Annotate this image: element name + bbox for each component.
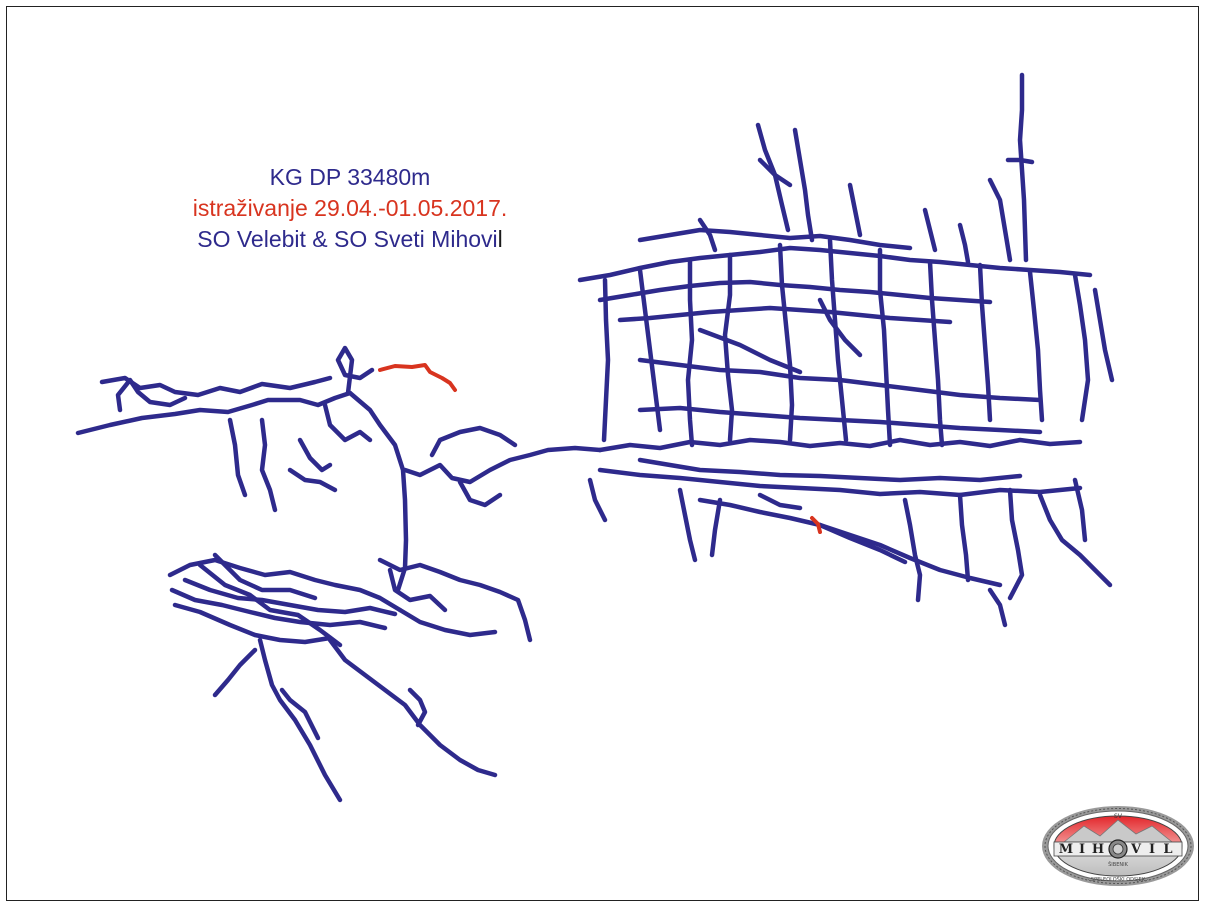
survey-passage <box>212 647 258 698</box>
logo-letter: V <box>1130 842 1142 857</box>
survey-passage <box>597 279 993 305</box>
map-frame <box>6 6 1199 901</box>
survey-passage <box>429 425 518 458</box>
survey-passage <box>927 259 945 448</box>
survey-passage <box>697 217 718 253</box>
survey-passage <box>1072 272 1091 423</box>
survey-passage <box>757 492 803 511</box>
survey-passage <box>817 522 908 565</box>
survey-passage <box>987 177 1013 263</box>
survey-passage <box>287 467 338 493</box>
survey-passage <box>597 437 1083 453</box>
survey-passage <box>847 182 863 238</box>
survey-passage <box>587 477 608 523</box>
survey-passage <box>677 487 698 563</box>
survey-passage <box>597 467 1083 498</box>
survey-passage <box>637 227 913 251</box>
survey-passage <box>987 587 1008 628</box>
survey-passage <box>792 127 815 243</box>
survey-passage <box>1072 477 1088 543</box>
survey-passage <box>457 479 503 508</box>
survey-passage <box>637 457 1023 483</box>
survey-passage <box>877 247 893 448</box>
logo-letter: M <box>1059 842 1073 857</box>
survey-passage <box>1005 157 1035 165</box>
club-logo: M I H V I L SV ŠIBENIK · SPELEOLOŠKI ODS… <box>1040 804 1196 888</box>
map-title: KG DP 33480m <box>269 164 431 190</box>
survey-passage <box>327 637 498 778</box>
logo-letter: I <box>1149 842 1155 857</box>
survey-passage <box>279 687 321 741</box>
survey-passage <box>902 497 923 603</box>
survey-passage <box>601 277 611 443</box>
logo-band-text: · SPELEOLOŠKI ODSJEK · <box>1088 876 1149 883</box>
survey-passage <box>99 375 333 398</box>
survey-passage <box>402 445 603 485</box>
survey-passage <box>1017 72 1029 263</box>
survey-passage <box>322 402 373 443</box>
logo-top-text: SV <box>1114 813 1123 820</box>
survey-passage <box>407 687 428 728</box>
survey-passage <box>697 497 1003 588</box>
survey-passage <box>922 207 938 253</box>
survey-passage <box>169 587 388 631</box>
survey-passage <box>1007 487 1025 601</box>
survey-passage <box>757 157 793 188</box>
survey-passage <box>1037 492 1113 588</box>
exploration-dates: istraživanje 29.04.-01.05.2017. <box>192 195 508 221</box>
survey-passage <box>637 357 1043 403</box>
survey-passage <box>172 602 333 645</box>
survey-passage <box>637 267 663 433</box>
survey-passage <box>1092 287 1115 383</box>
mountain-emblem-icon <box>1062 819 1174 843</box>
survey-passage <box>957 222 971 265</box>
survey-passage <box>259 417 278 513</box>
survey-passage <box>709 497 723 558</box>
survey-passage <box>212 552 318 601</box>
survey-passage <box>777 242 795 443</box>
new-passage <box>810 516 822 534</box>
survey-passage <box>377 557 533 643</box>
logo-bottom-text: ŠIBENIK <box>1108 861 1128 868</box>
survey-passage <box>397 607 498 638</box>
survey-passage <box>387 567 448 613</box>
survey-passage <box>197 562 343 648</box>
survey-passage <box>182 577 398 617</box>
clubs-credit-tail: l <box>497 226 503 252</box>
survey-passage <box>755 122 791 233</box>
survey-passage <box>257 637 343 803</box>
map-title-block: KG DP 33480m istraživanje 29.04.-01.05.2… <box>0 162 700 255</box>
survey-passage <box>957 492 971 583</box>
logo-letter: L <box>1163 842 1172 857</box>
survey-passage <box>685 257 695 448</box>
survey-passage <box>227 417 248 498</box>
survey-passage <box>297 437 333 473</box>
clubs-credit-main: SO Velebit & SO Sveti Mihovi <box>197 226 498 252</box>
new-passage <box>378 363 457 392</box>
clubs-credit: SO Velebit & SO Sveti Mihovil <box>0 224 700 255</box>
survey-passage <box>827 237 849 443</box>
survey-passage <box>115 377 188 413</box>
survey-passage <box>817 297 863 358</box>
logo-letter: I <box>1079 842 1085 857</box>
survey-passage <box>75 390 353 436</box>
survey-passage <box>335 345 375 396</box>
survey-passage <box>577 245 1093 283</box>
logo-letter: H <box>1092 842 1104 857</box>
survey-passage <box>637 405 1043 435</box>
mihovil-logo-icon: M I H V I L SV ŠIBENIK · SPELEOLOŠKI ODS… <box>1042 806 1194 886</box>
survey-passage <box>167 557 403 613</box>
survey-passage <box>697 327 803 375</box>
